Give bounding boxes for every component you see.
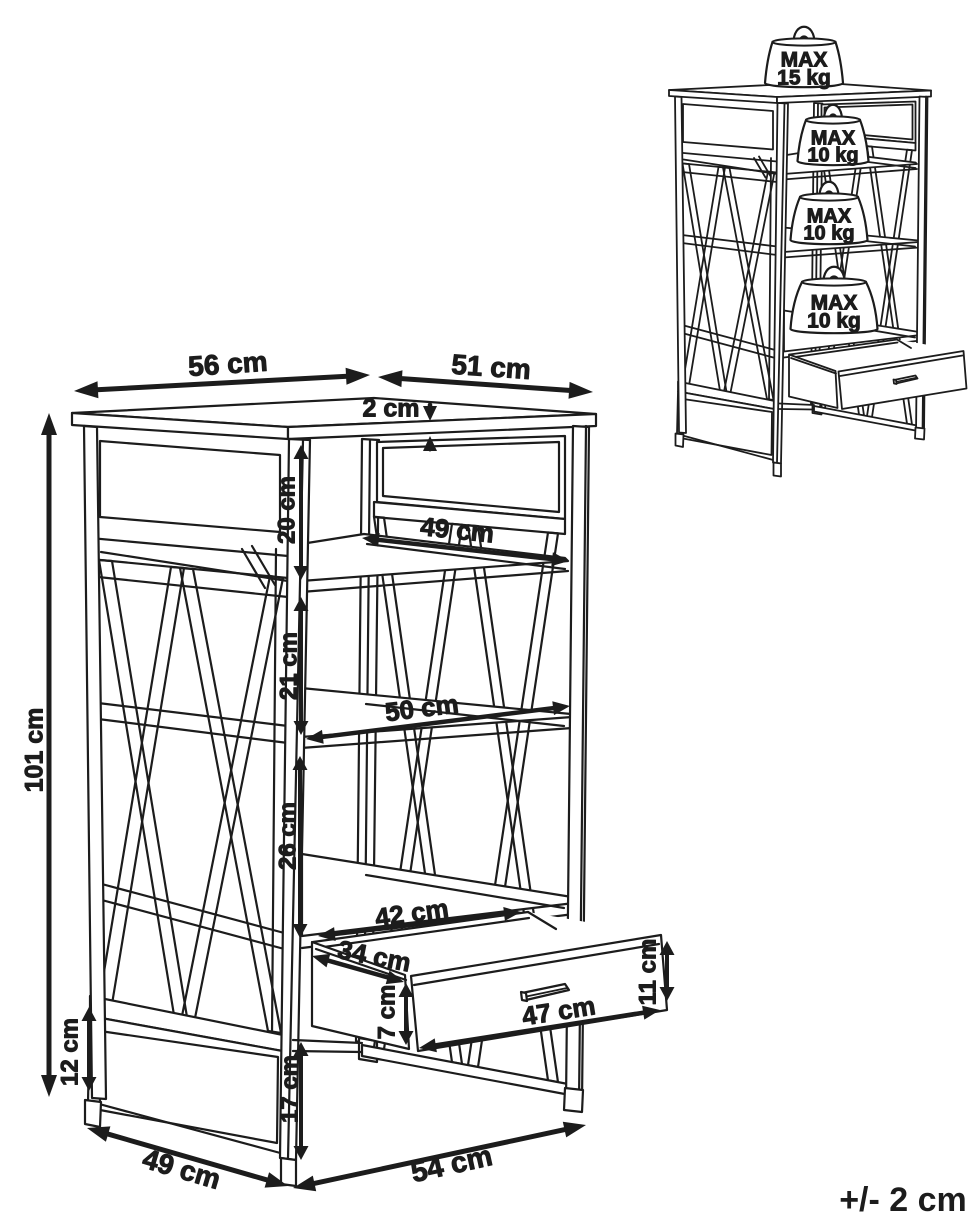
svg-text:21 cm: 21 cm: [275, 632, 302, 700]
svg-text:10 kg: 10 kg: [807, 310, 861, 333]
svg-text:20 cm: 20 cm: [273, 476, 300, 544]
svg-text:MAX: MAX: [811, 127, 856, 149]
svg-text:MAX: MAX: [807, 205, 852, 227]
svg-text:17 cm: 17 cm: [276, 1055, 303, 1123]
svg-text:101 cm: 101 cm: [21, 708, 49, 793]
svg-text:26 cm: 26 cm: [274, 802, 301, 870]
svg-text:51 cm: 51 cm: [450, 349, 531, 385]
svg-text:MAX: MAX: [811, 292, 858, 315]
svg-text:15 kg: 15 kg: [777, 67, 831, 90]
svg-text:10 kg: 10 kg: [803, 222, 854, 244]
svg-text:12 cm: 12 cm: [56, 1018, 83, 1086]
svg-text:10 kg: 10 kg: [807, 144, 858, 166]
svg-text:11 cm: 11 cm: [634, 939, 661, 1006]
svg-text:2 cm: 2 cm: [363, 395, 420, 423]
svg-text:56 cm: 56 cm: [187, 346, 268, 382]
svg-text:50 cm: 50 cm: [383, 689, 460, 728]
svg-text:7 cm: 7 cm: [373, 985, 400, 1040]
svg-text:MAX: MAX: [781, 49, 828, 72]
svg-text:+/- 2 cm: +/- 2 cm: [839, 1181, 967, 1213]
